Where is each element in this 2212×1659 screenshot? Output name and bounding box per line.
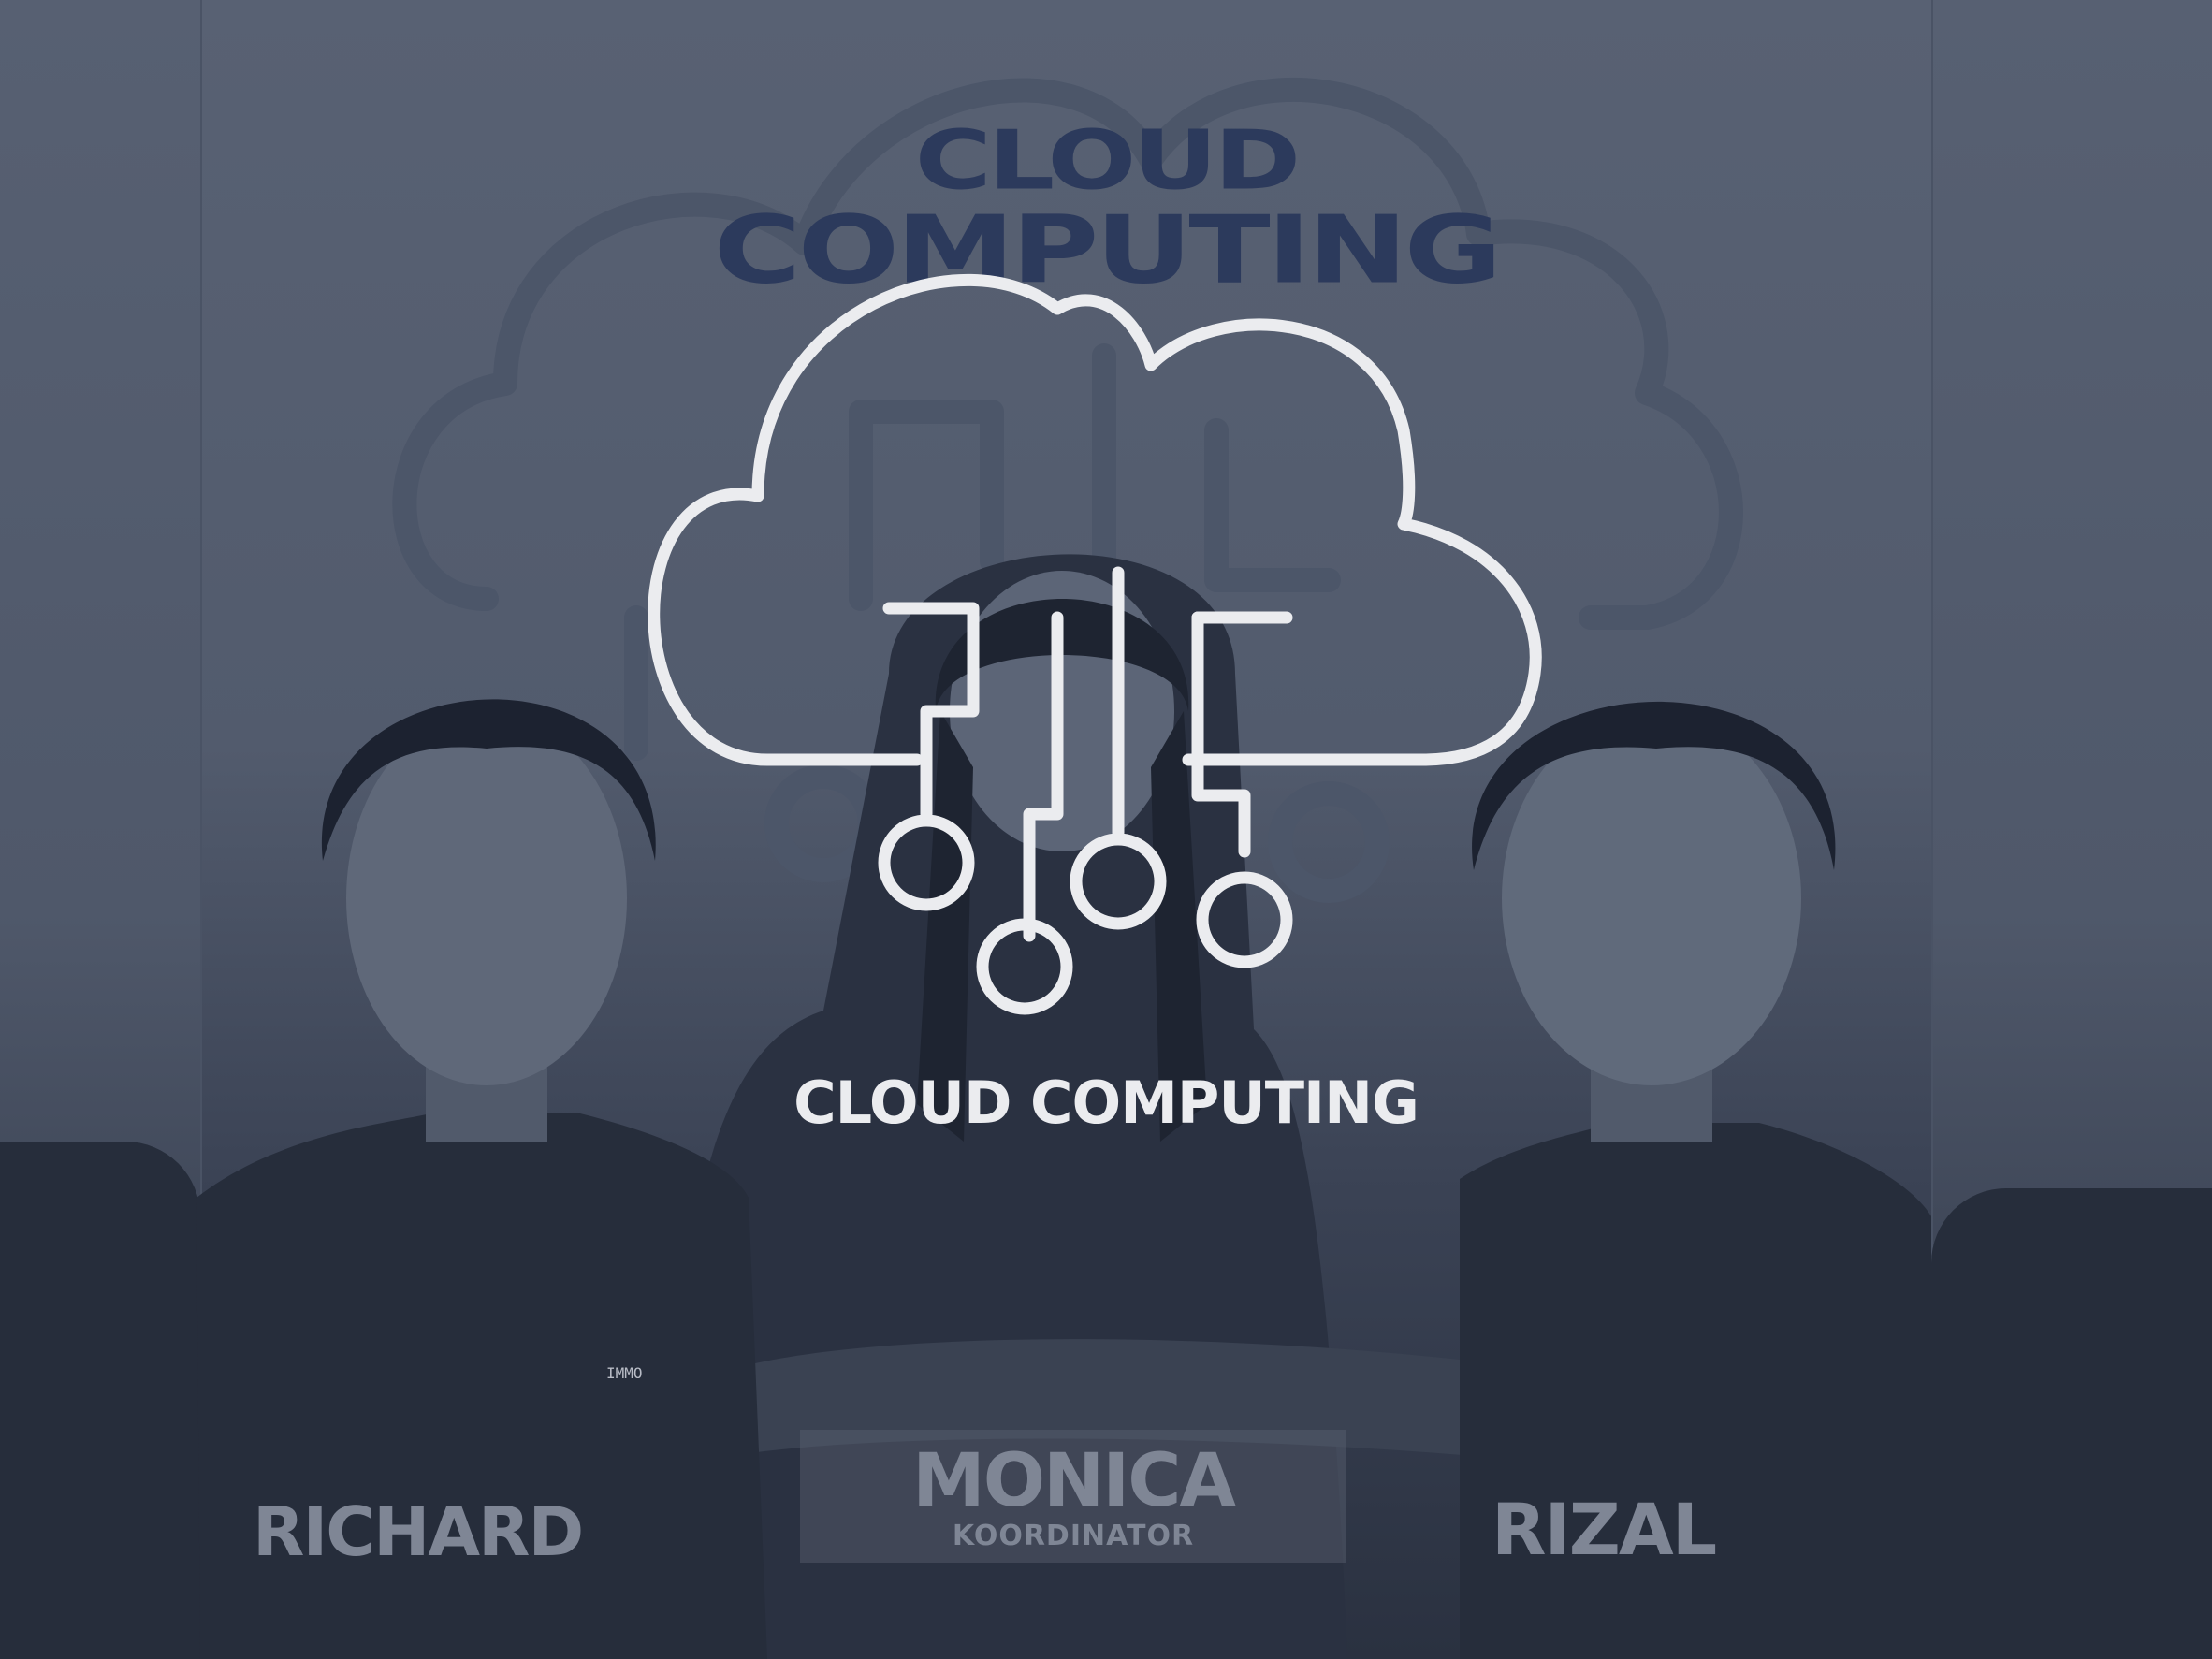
person-richard [196, 699, 767, 1659]
right-dark-shoulder [1931, 1188, 2212, 1659]
member-name-richard: RICHARD [253, 1492, 584, 1571]
person-rizal [1460, 701, 1931, 1659]
main-title: CLOUD COMPUTING [793, 1069, 1419, 1137]
member-name-rizal: RIZAL [1492, 1488, 1717, 1571]
member-role-monica: KOORDINATOR [952, 1520, 1195, 1552]
shirt-print: IMMO [606, 1364, 643, 1382]
left-dark-shoulder [0, 1142, 200, 1659]
background-title-line-1: CLOUD [914, 112, 1302, 209]
member-plate-monica: MONICA KOORDINATOR [800, 1430, 1346, 1563]
member-name-monica: MONICA [912, 1439, 1236, 1523]
background-title-line-2: COMPUTING [713, 196, 1503, 305]
